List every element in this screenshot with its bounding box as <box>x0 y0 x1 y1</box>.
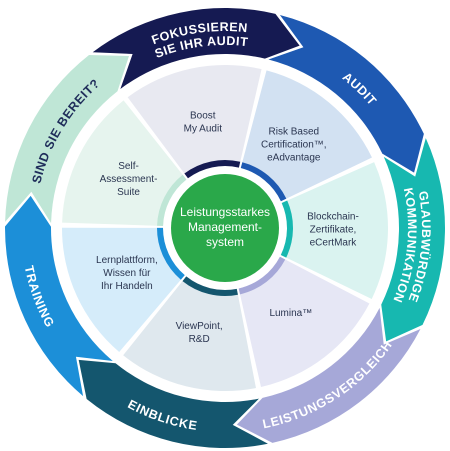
inner-label-blockchain: Zertifikate, <box>310 225 357 236</box>
inner-label-learning: Ihr Handeln <box>101 281 153 292</box>
inner-segment-viewpoint: ViewPoint, R&D <box>123 276 256 392</box>
inner-wedge-learning <box>61 227 185 352</box>
inner-label-blockchain: eCertMark <box>310 238 358 249</box>
inner-label-self-assessment: Suite <box>117 187 140 198</box>
inner-accent-blockchain <box>280 200 293 258</box>
inner-label-learning: Wissen für <box>103 268 151 279</box>
inner-wedge-self-assessment <box>62 100 187 226</box>
outer-segment-training: TRAINING <box>5 195 113 397</box>
inner-accent-learning <box>156 227 185 280</box>
inner-label-risk-based: Risk Based <box>269 126 320 137</box>
inner-segment-boost: Boost My Audit <box>127 64 262 179</box>
outer-arrow-insights <box>78 359 268 449</box>
inner-label-boost: My Audit <box>184 123 223 134</box>
inner-wedge-blockchain <box>280 162 388 299</box>
outer-arrow-audit <box>268 14 424 173</box>
inner-label-risk-based: eAdvantage <box>267 152 321 163</box>
inner-ring: Self- Assessment- Suite Boost My Audit Risk B… <box>61 64 388 392</box>
inner-wedge-lumina <box>238 256 370 387</box>
inner-label-viewpoint: R&D <box>189 334 210 345</box>
hub-circle <box>171 174 279 282</box>
inner-segment-blockchain: Blockchain- Zertifikate, eCertMark <box>280 162 388 299</box>
outer-segment-insights: EINBLICKE <box>78 359 268 449</box>
inner-label-boost: Boost <box>190 110 216 121</box>
inner-wedge-risk-based <box>240 70 372 202</box>
inner-accent-risk-based <box>240 162 287 202</box>
inner-wedge-viewpoint <box>123 276 256 392</box>
hub-label: system <box>206 235 244 249</box>
inner-label-viewpoint: ViewPoint, <box>176 321 223 332</box>
outer-arrow-focus <box>92 7 300 89</box>
inner-segment-lumina: Lumina™ <box>238 256 370 387</box>
inner-label-lumina: Lumina™ <box>269 308 312 319</box>
inner-wedge-boost <box>127 64 262 179</box>
outer-arrow-benchmark <box>236 307 421 443</box>
inner-accent-self-assessment <box>157 174 187 226</box>
inner-label-self-assessment: Assessment- <box>100 174 158 185</box>
inner-accent-boost <box>184 159 241 179</box>
outer-arrow-ready <box>5 55 129 224</box>
inner-label-learning: Lernplattform, <box>96 255 158 266</box>
inner-label-self-assessment: Self- <box>118 161 139 172</box>
outer-arrow-training <box>5 195 113 397</box>
hub-label: Management- <box>188 220 262 234</box>
outer-segment-audit: AUDIT <box>268 14 424 173</box>
inner-accent-lumina <box>238 256 286 295</box>
inner-accent-viewpoint <box>182 276 238 297</box>
outer-arrow-credible <box>381 138 445 342</box>
hub-label: Leistungsstarkes <box>180 205 270 219</box>
inner-label-blockchain: Blockchain- <box>307 212 359 223</box>
inner-segment-self-assessment: Self- Assessment- Suite <box>62 100 187 226</box>
inner-label-risk-based: Certification™, <box>261 139 327 150</box>
